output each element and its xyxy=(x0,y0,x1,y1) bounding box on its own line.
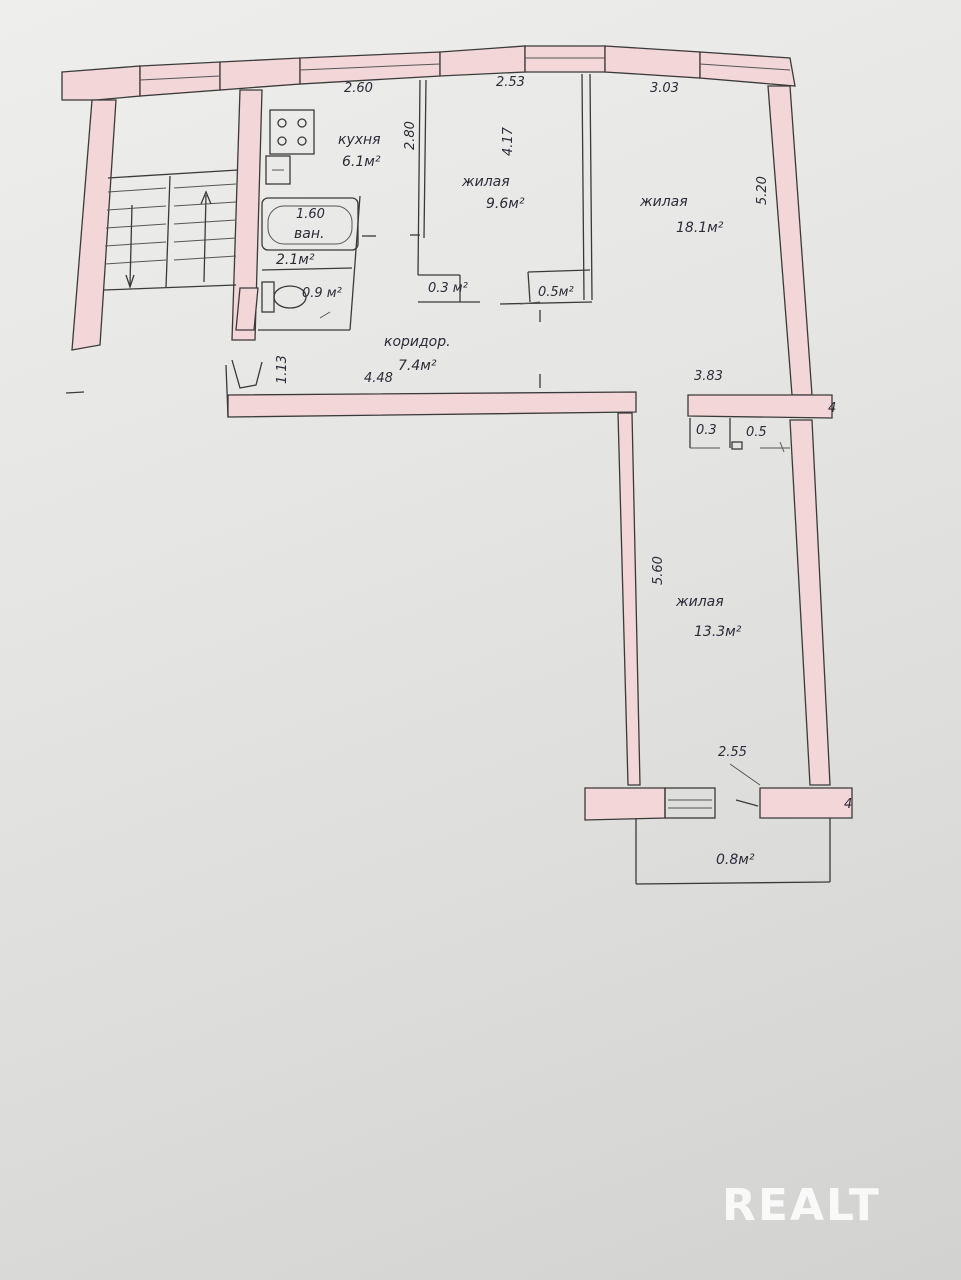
corridor-name: коридор. xyxy=(384,334,451,350)
kitchen-area: 6.1м² xyxy=(342,154,381,170)
dimension-labels: 2.60 2.53 3.03 2.80 4.17 5.20 1.13 4.48 … xyxy=(275,75,852,812)
bath-size: 1.60 xyxy=(296,207,325,222)
dim-room1-width: 2.53 xyxy=(496,75,525,90)
bath-area: 2.1м² xyxy=(276,252,315,268)
room1-name: жилая xyxy=(461,174,510,190)
small1-area: 0.3 xyxy=(696,423,717,438)
room2-area: 18.1м² xyxy=(676,220,724,236)
sink-icon xyxy=(265,155,291,185)
top-wall xyxy=(61,45,796,101)
stove-icon xyxy=(269,109,315,155)
toilet-icon xyxy=(273,285,307,309)
dim-room2-lower-width: 3.83 xyxy=(694,369,723,384)
toilet-tank-icon xyxy=(261,281,275,313)
lower-partition xyxy=(617,394,833,786)
bottom-wall xyxy=(584,763,853,885)
window-line xyxy=(699,63,791,71)
dim-corridor-length: 4.48 xyxy=(364,371,393,386)
bath-name: ван. xyxy=(294,226,324,242)
room1-area: 9.6м² xyxy=(486,196,525,212)
dim-kitchen-depth: 2.80 xyxy=(403,121,418,150)
dim-room1-depth: 4.17 xyxy=(501,126,516,156)
balcony-door xyxy=(664,787,716,819)
stair-arrow-up xyxy=(203,194,207,283)
kitchen-name: кухня xyxy=(338,132,381,148)
dim-room3-width: 2.55 xyxy=(718,745,747,760)
closet1-area: 0.3 м² xyxy=(428,281,468,296)
watermark-logo: REALT xyxy=(722,1180,881,1231)
bath-fixtures xyxy=(235,197,359,331)
dim-room2-depth: 5.20 xyxy=(755,176,770,205)
wall-mark-2: 4 xyxy=(844,797,852,812)
kitchen-fixtures xyxy=(265,109,315,185)
stair-arrow-down xyxy=(129,204,133,286)
dim-entry: 1.13 xyxy=(275,355,290,384)
balcony-area: 0.8м² xyxy=(716,852,755,868)
corridor-area: 7.4м² xyxy=(398,358,437,374)
bathtub-icon xyxy=(261,197,359,251)
stairwell xyxy=(65,89,263,394)
room3-name: жилая xyxy=(675,594,724,610)
wall-mark-1: 4 xyxy=(828,401,836,416)
dim-room3-depth: 5.60 xyxy=(651,556,666,585)
room3-area: 13.3м² xyxy=(694,624,742,640)
dim-kitchen-width: 2.60 xyxy=(344,81,373,96)
wc-area: 0.9 м² xyxy=(302,286,342,301)
dim-room2-width: 3.03 xyxy=(650,81,679,96)
window-line xyxy=(299,63,441,71)
right-wall xyxy=(767,85,831,786)
window-line xyxy=(139,75,221,81)
room-labels: кухня 6.1м² 1.60 ван. 2.1м² 0.9 м² жилая… xyxy=(276,132,767,868)
small2-area: 0.5 xyxy=(746,425,767,440)
closet2-area: 0.5м² xyxy=(538,285,574,300)
partitions xyxy=(258,73,593,331)
corridor-wall xyxy=(225,359,637,418)
room2-name: жилая xyxy=(639,194,688,210)
